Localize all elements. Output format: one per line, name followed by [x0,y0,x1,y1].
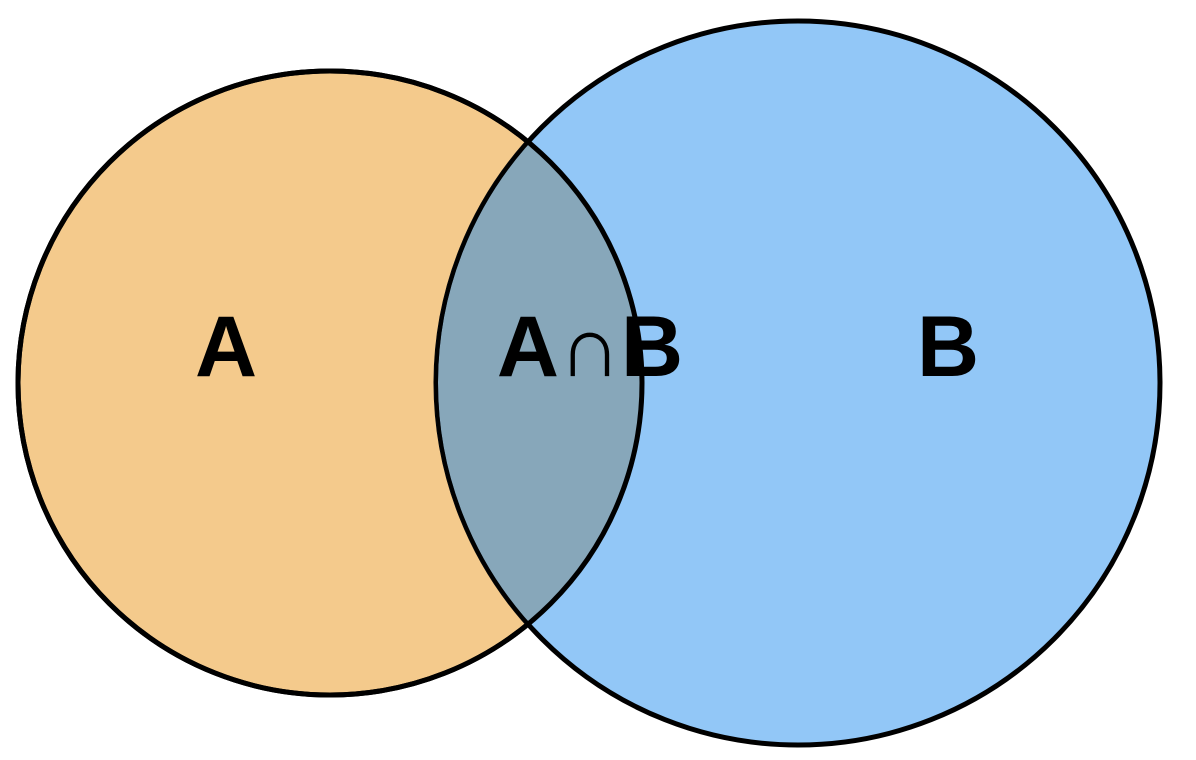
set-b-outline [434,19,1162,747]
set-a-label: A [195,299,257,395]
set-b-label: B [917,299,979,395]
set-a-outline [15,68,645,698]
intersection-label: A∩B [497,299,683,395]
